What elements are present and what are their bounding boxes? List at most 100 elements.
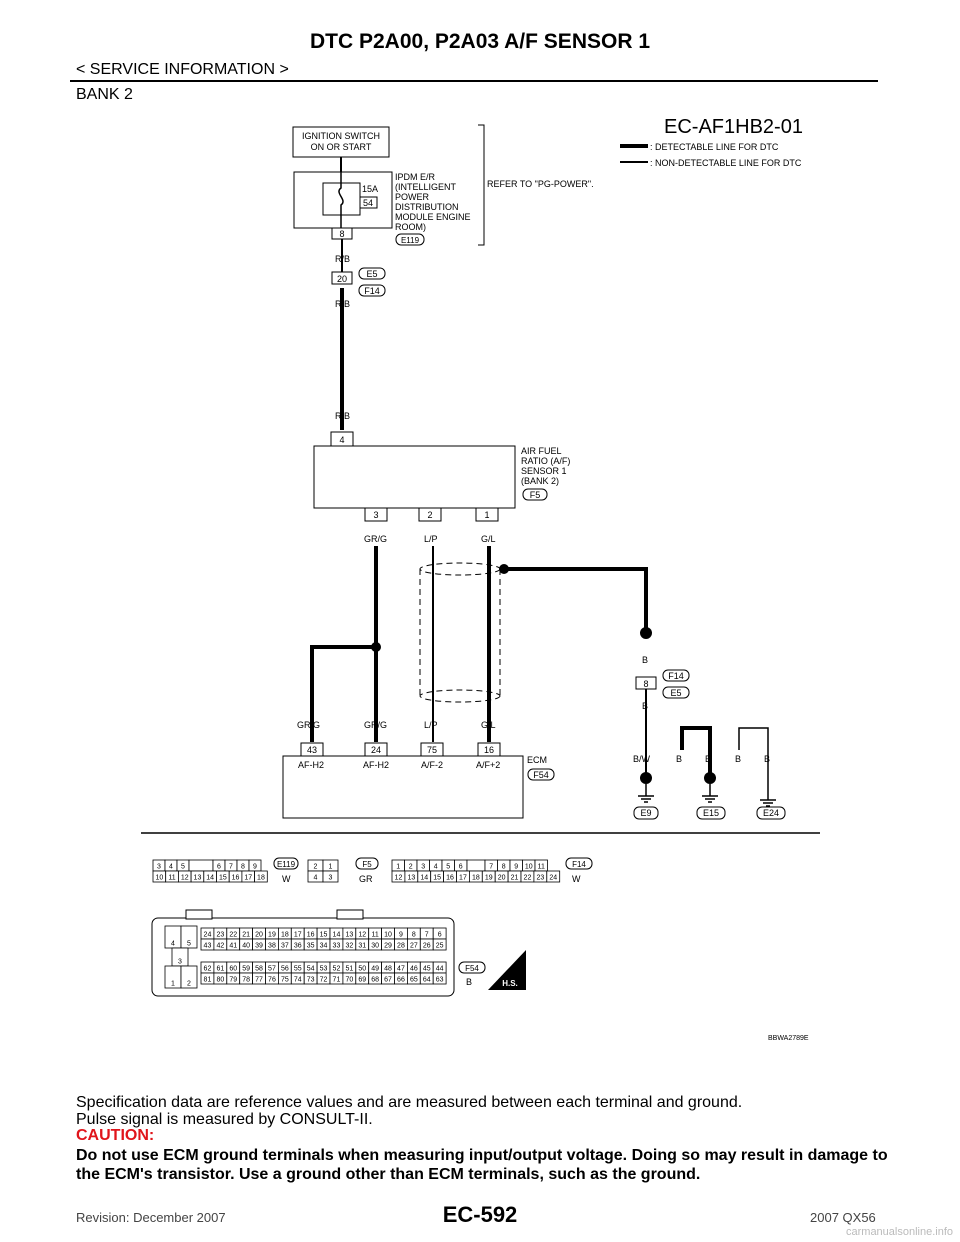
f14-pin-23-label: 23 <box>536 875 544 882</box>
wire-gl <box>487 546 491 742</box>
f54-pin-14-label: 14 <box>333 932 341 939</box>
f54-pin-56-label: 56 <box>281 966 289 973</box>
f54-pin-19-label: 19 <box>268 932 276 939</box>
conn-f54-badge: F54 <box>533 770 549 780</box>
svg-text:SENSOR 1: SENSOR 1 <box>521 466 567 476</box>
f54-pin-74-label: 74 <box>294 977 302 984</box>
f54-pin-63-cell <box>432 972 447 985</box>
conn-f14-badge: F14 <box>364 286 380 296</box>
f14-pin-20-label: 20 <box>498 875 506 882</box>
wire-bw: B/W <box>633 754 651 764</box>
wire-b-e24a: B <box>735 754 741 764</box>
f14-pin-4-label: 4 <box>434 864 438 871</box>
f54-pin-75-label: 75 <box>281 977 289 984</box>
sensor-pin-3: 3 <box>373 510 378 520</box>
f54-pin-47-label: 47 <box>397 966 405 973</box>
wire-gl-ecm: G/L <box>481 720 496 730</box>
ecm-box <box>282 755 524 819</box>
svg-text:AIR FUEL: AIR FUEL <box>521 446 562 456</box>
f5-pin-3-label: 3 <box>329 875 333 882</box>
wire-b-e24b: B <box>764 754 770 764</box>
f54-pin-67-label: 67 <box>384 977 392 984</box>
f54-pin-69-label: 69 <box>358 977 366 984</box>
footer-model: 2007 QX56 <box>810 1210 876 1225</box>
sensor-pin-2: 2 <box>427 510 432 520</box>
f54-pin-24-label: 24 <box>204 932 212 939</box>
f54-pin-42-label: 42 <box>216 943 224 950</box>
f54-latch-1 <box>336 909 364 920</box>
conn-e119-badge: E119 <box>401 236 420 245</box>
f5-pin-1-label: 1 <box>329 864 333 871</box>
fuse-amp: 15A <box>362 184 378 194</box>
f54-pin-31-label: 31 <box>358 943 366 950</box>
f5-view-badge: F5 <box>362 860 372 869</box>
f54-pin-40-label: 40 <box>242 943 250 950</box>
f54-pin-54-label: 54 <box>307 966 315 973</box>
ground-e9: E9 <box>640 808 651 818</box>
hs-mark-text: H.S. <box>502 979 518 988</box>
fuse-number: 54 <box>363 198 373 208</box>
f54-pin-79-label: 79 <box>229 977 237 984</box>
f54-latch-0 <box>185 909 213 920</box>
ground-e15: E15 <box>703 808 719 818</box>
ignition-switch-label-2: ON OR START <box>311 142 372 152</box>
breadcrumb: < SERVICE INFORMATION > <box>76 61 289 78</box>
e119-pin-18-label: 18 <box>257 875 265 882</box>
e119-pin-13-label: 13 <box>194 875 202 882</box>
wire-lp <box>432 546 434 742</box>
f14-color: W <box>572 874 581 884</box>
f14-pin-9-label: 9 <box>514 864 518 871</box>
f14-pin-18-label: 18 <box>472 875 480 882</box>
f54-pin-33-label: 33 <box>333 943 341 950</box>
f54-pin-55-label: 55 <box>294 966 302 973</box>
f54-pin-21-label: 21 <box>242 932 250 939</box>
header-divider <box>70 80 878 82</box>
legend-detectable: : DETECTABLE LINE FOR DTC <box>650 142 779 152</box>
f54-pin-61-label: 61 <box>216 966 224 973</box>
ground-symbols <box>638 784 776 807</box>
ground-e24: E24 <box>763 808 779 818</box>
f14-pin-6-label: 6 <box>459 864 463 871</box>
wire-gl-top: G/L <box>481 534 496 544</box>
f54-pin-73-label: 73 <box>307 977 315 984</box>
refer-text: REFER TO "PG-POWER". <box>487 179 594 189</box>
af-sensor-label: AIR FUEL RATIO (A/F) SENSOR 1 (BANK 2) <box>521 446 570 486</box>
f54-pin-81-label: 81 <box>204 977 212 984</box>
ecm-term-43: AF-H2 <box>298 760 324 770</box>
f54-pin-45-label: 45 <box>423 966 431 973</box>
f54-pin-60-label: 60 <box>229 966 237 973</box>
wire-grg-ecm43: GR/G <box>297 720 320 730</box>
f54-pin-44-label: 44 <box>436 966 444 973</box>
e119-pin-16-label: 16 <box>232 875 240 882</box>
svg-text:POWER: POWER <box>395 192 430 202</box>
wire-rb-main <box>340 288 344 430</box>
f54-pin-41-label: 41 <box>229 943 237 950</box>
page-title: DTC P2A00, P2A03 A/F SENSOR 1 <box>310 30 650 53</box>
f5-color: GR <box>359 874 373 884</box>
legend-detectable-line <box>620 144 648 148</box>
ecm-pin-24: 24 <box>371 745 381 755</box>
f14-pin-15-label: 15 <box>433 875 441 882</box>
f54-pin-52-label: 52 <box>333 966 341 973</box>
f14-pin-10-label: 10 <box>525 864 533 871</box>
f54-pin-26-label: 26 <box>423 943 431 950</box>
f54-pin-70-label: 70 <box>345 977 353 984</box>
f54-pin-17-label: 17 <box>294 932 302 939</box>
svg-text:RATIO (A/F): RATIO (A/F) <box>521 456 570 466</box>
wire-lp-ecm: L/P <box>424 720 438 730</box>
ecm-label: ECM <box>527 755 547 765</box>
footer-page-number: EC-592 <box>442 1202 518 1227</box>
conn-f14-badge-2: F14 <box>668 671 684 681</box>
e119-pin-5-label: 5 <box>181 864 185 871</box>
wire-b-1: B <box>642 655 648 665</box>
e119-key-cell <box>188 859 214 872</box>
af-sensor-box <box>313 445 516 509</box>
f14-pin-17-label: 17 <box>459 875 467 882</box>
conn-e5-badge: E5 <box>366 269 377 279</box>
e119-pin-4-label: 4 <box>169 864 173 871</box>
f54-pin-7-label: 7 <box>425 932 429 939</box>
diagram-image-id: BBWA2789E <box>768 1035 809 1042</box>
f54-pin-38-label: 38 <box>268 943 276 950</box>
ipdm-pin-8: 8 <box>339 229 344 239</box>
